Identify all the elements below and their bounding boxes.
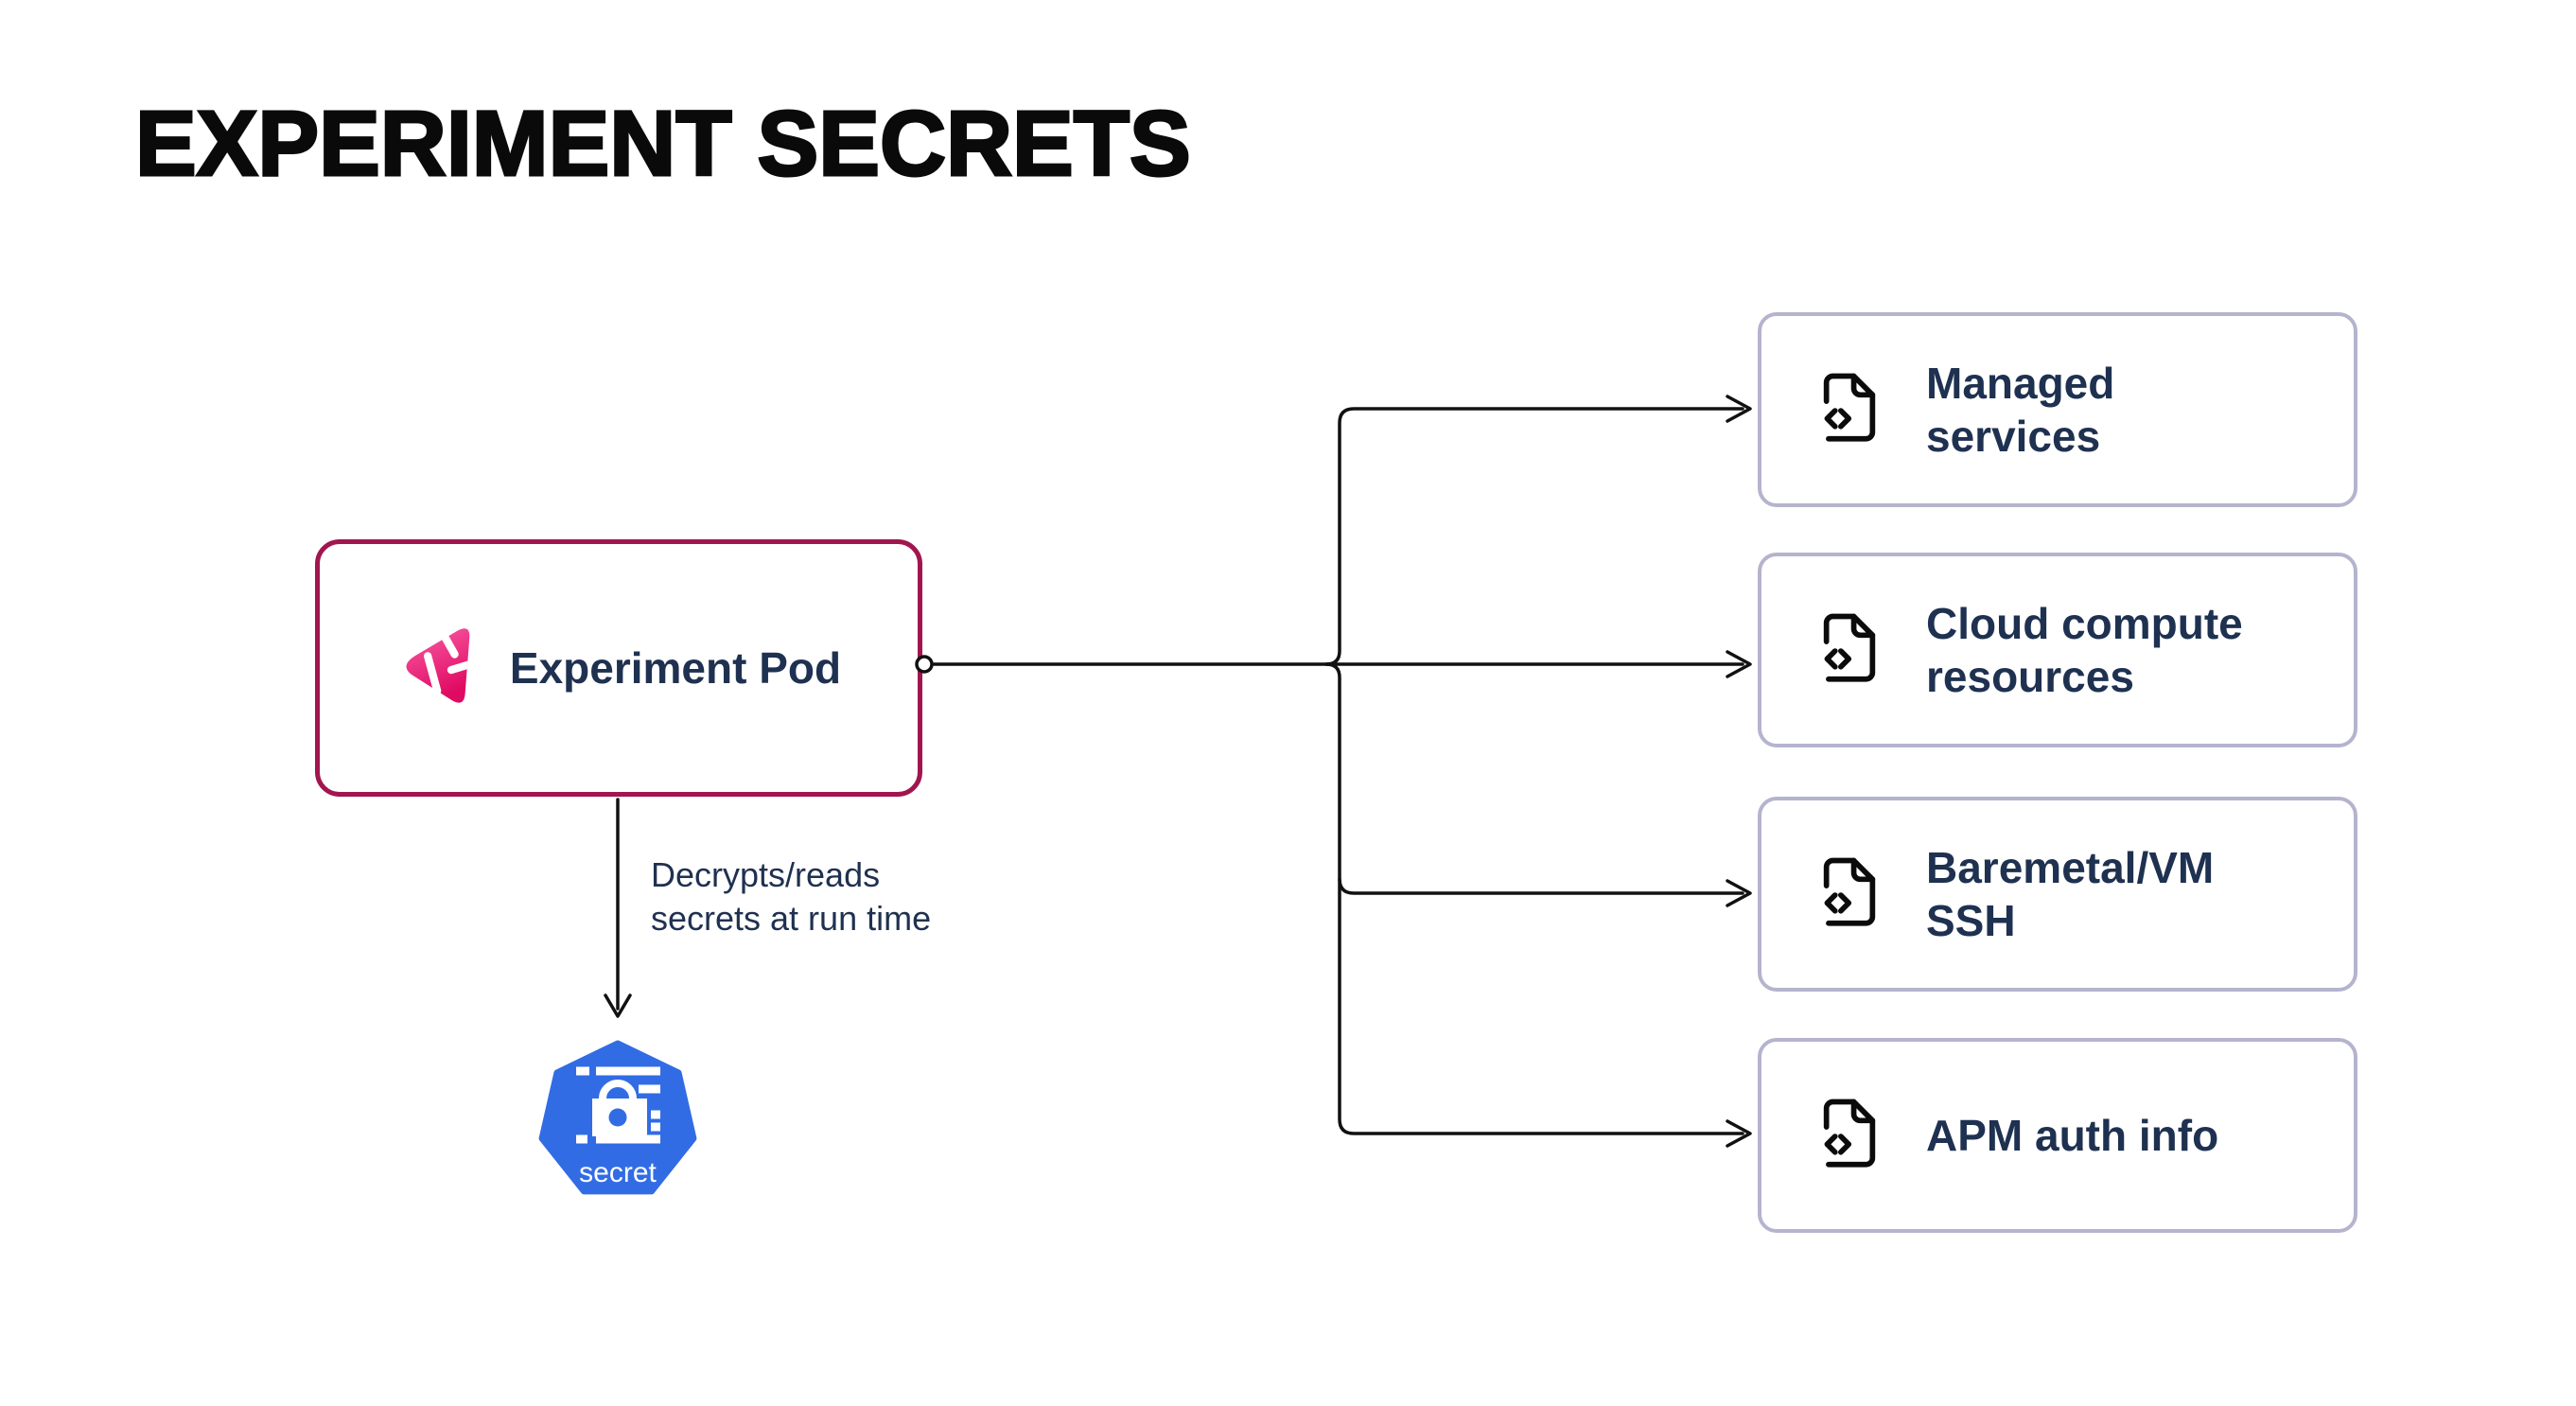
experiment-pod-label: Experiment Pod bbox=[509, 643, 842, 693]
target-label: Baremetal/VM SSH bbox=[1926, 842, 2215, 945]
arrowhead bbox=[1726, 879, 1752, 907]
kubernetes-secret-node: secret bbox=[528, 1028, 708, 1207]
litmus-experiment-icon bbox=[396, 617, 483, 719]
target-node-managed-services: Managed services bbox=[1758, 312, 2357, 507]
target-node-apm-auth-info: APM auth info bbox=[1758, 1038, 2357, 1233]
secret-node-label: secret bbox=[579, 1157, 657, 1188]
arrowhead bbox=[1726, 395, 1752, 423]
target-label: Managed services bbox=[1926, 358, 2115, 461]
file-code-icon bbox=[1816, 611, 1883, 690]
edge-pod-to-managed-services bbox=[1324, 407, 1744, 666]
kubernetes-secret-icon: secret bbox=[538, 1040, 697, 1195]
target-node-cloud-compute-resources: Cloud compute resources bbox=[1758, 553, 2357, 747]
target-label: Cloud compute resources bbox=[1926, 598, 2243, 701]
experiment-pod-node: Experiment Pod bbox=[315, 539, 922, 797]
file-code-icon bbox=[1816, 371, 1883, 449]
arrowhead bbox=[1726, 1119, 1752, 1148]
edge-pod-to-baremetal-ssh bbox=[1338, 877, 1744, 895]
edge-pod-to-apm-auth bbox=[1324, 662, 1744, 1135]
target-label: APM auth info bbox=[1926, 1110, 2219, 1160]
target-node-baremetal-vm-ssh: Baremetal/VM SSH bbox=[1758, 797, 2357, 992]
arrowhead bbox=[1726, 650, 1752, 678]
edge-annotation-decrypts-secrets: Decrypts/reads secrets at run time bbox=[651, 855, 932, 939]
file-code-icon bbox=[1816, 855, 1883, 934]
file-code-icon bbox=[1816, 1097, 1883, 1175]
arrowhead bbox=[604, 993, 632, 1018]
page-title: EXPERIMENT SECRETS bbox=[134, 92, 1193, 195]
